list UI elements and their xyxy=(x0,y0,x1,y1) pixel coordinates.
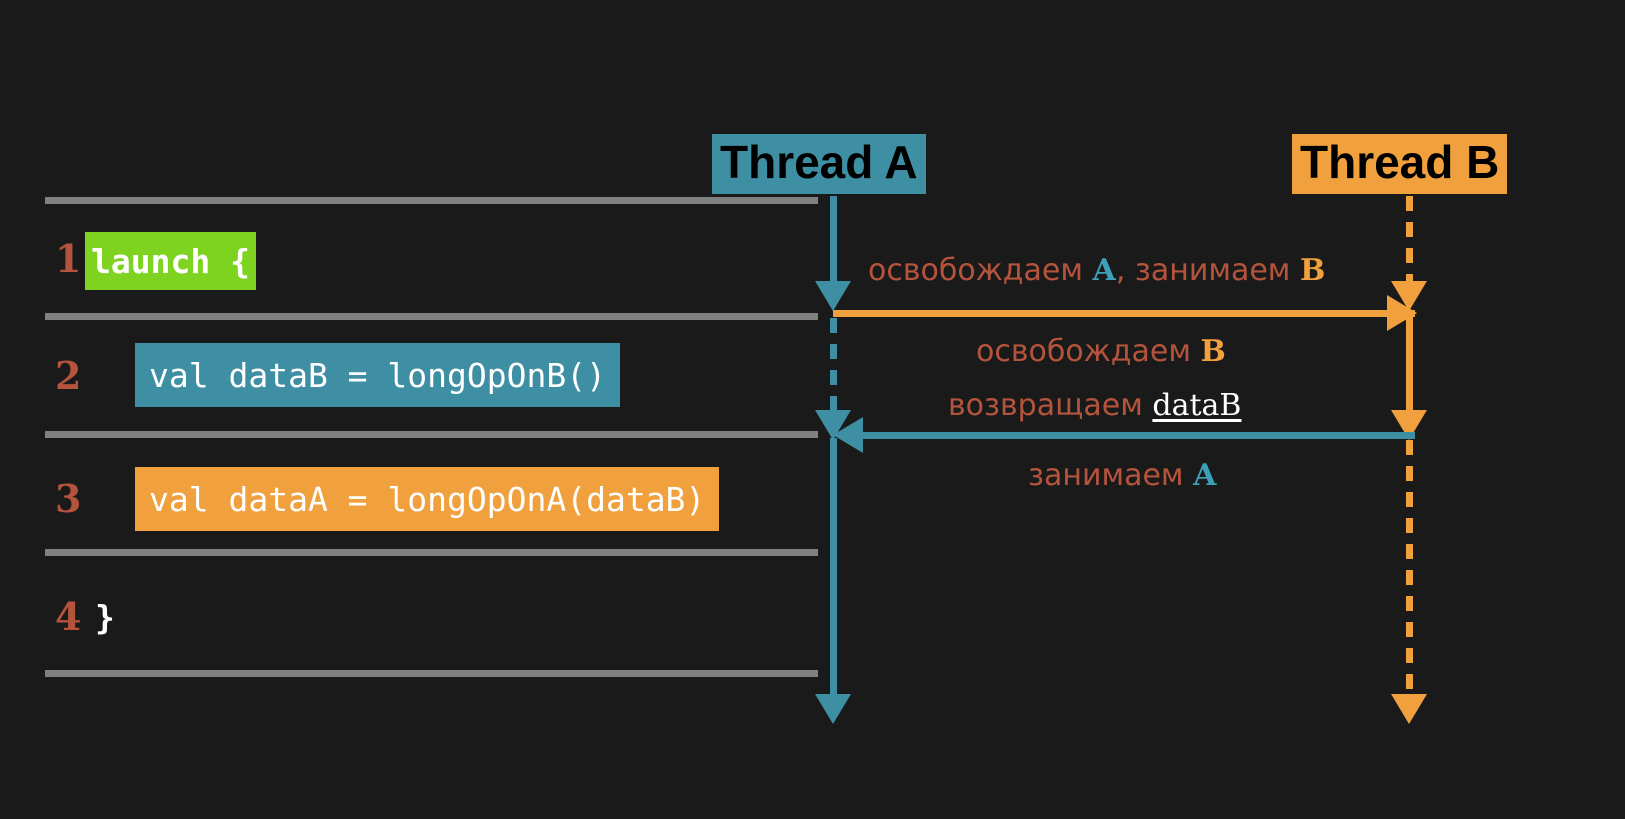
code-separator xyxy=(45,197,818,204)
annotation-text-part: освобождаем xyxy=(976,334,1201,369)
code-separator xyxy=(45,431,818,438)
thread-b-lifeline-dashed-top xyxy=(1406,196,1413,288)
code-line-number-1: 1 xyxy=(55,236,82,281)
message-a-to-b-arrowhead xyxy=(1387,295,1417,331)
annotation-text-part: , занимаем xyxy=(1115,253,1300,288)
code-separator xyxy=(45,313,818,320)
thread-a-arrowhead-3 xyxy=(815,694,851,724)
lock-a-glyph: A xyxy=(1193,458,1217,493)
thread-b-lifeline-dashed-bottom xyxy=(1406,440,1413,700)
annotation-text-part: возвращаем xyxy=(948,388,1153,423)
code-line-text-4: } xyxy=(95,597,115,637)
message-b-to-a-line xyxy=(840,432,1415,439)
code-separator xyxy=(45,549,818,556)
thread-b-label: Thread B xyxy=(1292,134,1508,194)
thread-b-lifeline-solid xyxy=(1406,313,1413,418)
annotation-release-b: освобождаем B xyxy=(976,337,1226,367)
annotation-release-a-acquire-b: освобождаем A, занимаем B xyxy=(868,256,1325,286)
annotation-text-part: занимаем xyxy=(1028,458,1194,493)
lock-b-glyph: B xyxy=(1299,253,1326,288)
code-line-number-3: 3 xyxy=(55,476,82,521)
message-b-to-a-arrowhead xyxy=(833,417,863,453)
thread-a-arrowhead-1 xyxy=(815,281,851,311)
code-line-text-2: val dataB = longOpOnB() xyxy=(135,343,620,407)
code-line-text-1: launch { xyxy=(85,232,256,290)
code-separator xyxy=(45,670,818,677)
thread-a-lifeline-solid-top xyxy=(830,196,837,288)
annotation-return-datab: возвращаем dataB xyxy=(948,391,1241,421)
thread-a-lifeline-dashed xyxy=(830,318,837,418)
thread-a-lifeline-solid-bottom xyxy=(830,438,837,700)
annotation-text-part: освобождаем xyxy=(868,253,1093,288)
lock-a-glyph: A xyxy=(1092,253,1116,288)
code-line-number-2: 2 xyxy=(55,353,82,398)
variable-datab: dataB xyxy=(1152,388,1242,423)
code-line-number-4: 4 xyxy=(55,594,82,639)
message-a-to-b-line xyxy=(833,310,1415,317)
lock-b-glyph: B xyxy=(1200,334,1226,369)
thread-a-label: Thread A xyxy=(712,134,926,194)
annotation-acquire-a: занимаем A xyxy=(1028,461,1216,491)
thread-b-arrowhead-3 xyxy=(1391,694,1427,724)
code-line-text-3: val dataA = longOpOnA(dataB) xyxy=(135,467,720,531)
